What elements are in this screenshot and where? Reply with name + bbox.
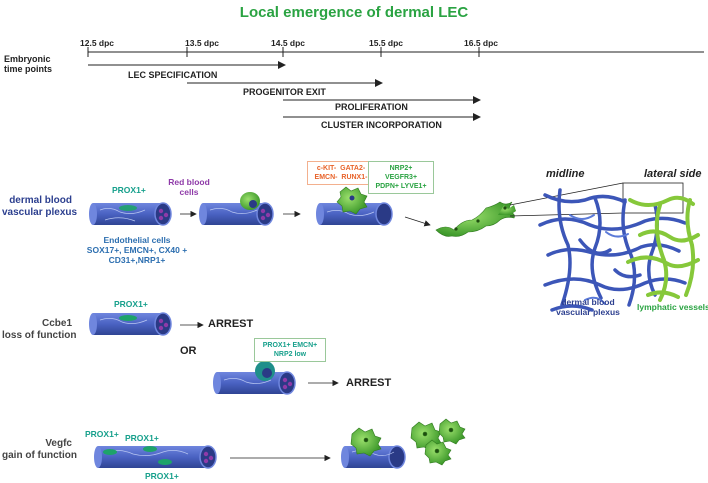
- ccbe1-vessel-2: [213, 361, 296, 395]
- tick-label-15-5: 15.5 dpc: [369, 38, 404, 48]
- ccbe1-vessel-1: [89, 312, 172, 336]
- vegfc-vessel-2: [341, 445, 406, 469]
- phase-proliferation: PROLIFERATION: [335, 102, 408, 112]
- label-midline: midline: [546, 168, 585, 180]
- timeline-axis: [87, 47, 704, 57]
- timeline-label: Embryonic time points: [4, 54, 53, 75]
- vessel-1: [89, 202, 172, 226]
- row-label-dermal: dermal blood vascular plexus: [2, 195, 78, 218]
- label-lymphatic-vessels: lymphatic vessels: [637, 302, 708, 312]
- ccbe1-marker-box: PROX1+ EMCN+ NRP2 low: [254, 338, 326, 363]
- row-label-vegfc: Vegfc gain of function: [2, 438, 77, 461]
- label-prox1-row1: PROX1+: [112, 185, 146, 195]
- lec-sprout: [435, 201, 516, 237]
- vascular-plexus: [538, 188, 700, 312]
- tick-label-12-5: 12.5 dpc: [80, 38, 115, 48]
- tick-label-13-5: 13.5 dpc: [185, 38, 220, 48]
- vegfc-vessel-1: [94, 445, 217, 469]
- label-endothelial-cells: Endothelial cells SOX17+, EMCN+, CX40 + …: [86, 235, 188, 265]
- label-lateral-side: lateral side: [644, 168, 702, 180]
- diagram-title: Local emergence of dermal LEC: [239, 4, 469, 21]
- label-dermal-blood-plexus: dermal blood vascular plexus: [556, 297, 620, 317]
- label-prox1-row3a: PROX1+: [85, 429, 119, 439]
- label-arrest-2: ARREST: [346, 377, 392, 389]
- vessel-3: [316, 186, 393, 226]
- vessel-2: [199, 192, 274, 226]
- phase-lec-specification: LEC SPECIFICATION: [128, 70, 218, 80]
- label-or: OR: [180, 345, 197, 357]
- tick-label-16-5: 16.5 dpc: [464, 38, 499, 48]
- lec-clusters: [350, 418, 466, 466]
- tick-label-14-5: 14.5 dpc: [271, 38, 306, 48]
- row-label-ccbe1: Ccbe1 loss of function: [2, 318, 77, 341]
- label-arrest-1: ARREST: [208, 318, 254, 330]
- label-prox1-row2: PROX1+: [114, 299, 148, 309]
- phase-progenitor-exit: PROGENITOR EXIT: [243, 87, 326, 97]
- markers-negative-box: c-KIT- GATA2- EMCN- RUNX1-: [307, 161, 375, 186]
- label-prox1-row3c: PROX1+: [145, 471, 179, 481]
- phase-cluster-incorporation: CLUSTER INCORPORATION: [321, 120, 442, 130]
- markers-positive-box: NRP2+ VEGFR3+ PDPN+ LYVE1+: [368, 161, 434, 195]
- label-prox1-row3b: PROX1+: [125, 433, 159, 443]
- label-red-blood-cells: Red blood cells: [168, 177, 210, 197]
